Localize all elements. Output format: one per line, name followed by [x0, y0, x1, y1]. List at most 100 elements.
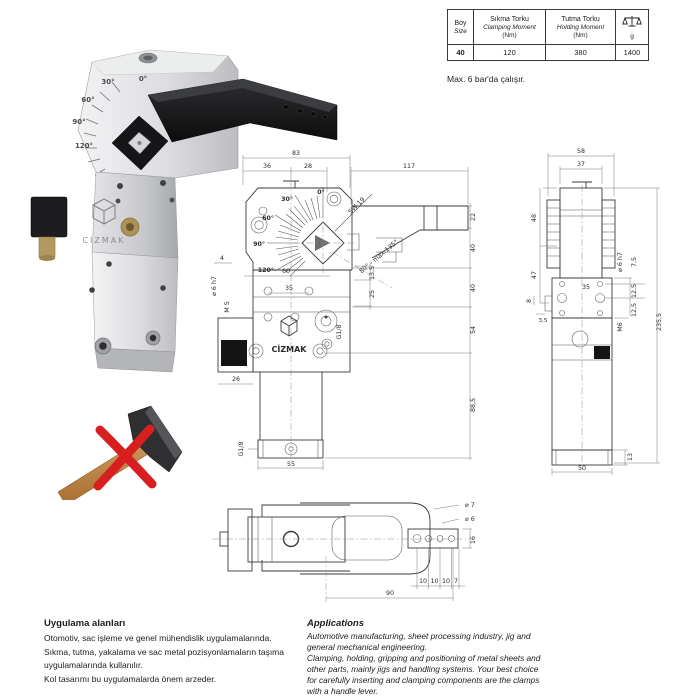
- applications-english: Applications Automotive manufacturing, s…: [307, 618, 565, 697]
- front-pivot-diamond: [293, 193, 393, 289]
- dim-125a: 12,5: [631, 284, 638, 298]
- front-angle-30: 30°: [281, 195, 293, 203]
- dim-m5: M 5: [224, 301, 231, 312]
- top-view-drawing: ⌀ 7 ⌀ 6 16 10 10 10 7 90: [212, 502, 477, 602]
- dim-885: 88,5: [470, 398, 477, 412]
- dim-8: 8: [526, 299, 533, 303]
- dim-58: 58: [577, 148, 585, 155]
- photo-angle-scale: [83, 81, 121, 176]
- weight-unit: g: [630, 32, 634, 40]
- dim-37: 37: [577, 161, 585, 168]
- applications-en-line: Clamping, holding, gripping and position…: [307, 653, 541, 663]
- front-angle-60: 60°: [262, 214, 274, 222]
- dim-35: 35: [285, 285, 293, 292]
- dim-4: 4: [220, 255, 224, 262]
- dim-117: 117: [403, 163, 415, 170]
- top-outline: [212, 502, 470, 602]
- top-dimension-lines: [326, 504, 472, 601]
- front-brand-text: CİZMAK: [272, 344, 308, 354]
- applications-tr-line: uygulamalarında kullanılır.: [44, 660, 143, 670]
- dim-125b: 12,5: [631, 303, 638, 317]
- front-outline: [245, 180, 353, 459]
- applications-tr-line: Kol tasarımı bu uygulamalarda önem arzed…: [44, 673, 216, 684]
- photo-angle-60: 60°: [81, 96, 94, 104]
- photo-diamond-clamp: [111, 115, 169, 171]
- applications-en-line: with a handle lever.: [307, 686, 379, 696]
- dim-shaft-side: ⌀ 6 h7: [617, 252, 624, 272]
- header-size: Size: [454, 27, 467, 35]
- front-arm: [347, 205, 469, 263]
- applications-en-line: other parts, mainly jigs and handling sy…: [307, 664, 539, 674]
- dim-13: 13: [627, 453, 634, 461]
- dim-55: 55: [287, 461, 295, 468]
- dim-10c: 10: [442, 578, 450, 585]
- dim-7: 7: [454, 578, 458, 585]
- header-clamping-unit: (Nm): [502, 31, 517, 39]
- photo-body: [89, 171, 179, 373]
- header-clamping-tr: Sıkma Torku: [490, 15, 529, 23]
- photo-brand-text: CIZMAK: [82, 236, 125, 245]
- weight-scale-icon: [622, 15, 642, 26]
- side-dimension-lines: [533, 153, 660, 475]
- dim-16: 16: [470, 536, 477, 544]
- front-angle-90: 90°: [253, 240, 265, 248]
- header-holding-en: Holding Moment: [556, 23, 605, 31]
- header-weight: g: [615, 9, 649, 45]
- dim-g18: G1/8: [336, 324, 343, 339]
- prohibition-x-icon: [93, 424, 157, 491]
- dim-83: 83: [292, 150, 300, 157]
- dim-2355: 235,5: [656, 313, 663, 331]
- dim-25: 25: [369, 290, 376, 298]
- dim-m6: M6: [617, 322, 624, 331]
- dim-36: 36: [263, 163, 271, 170]
- cell-boy: 40: [447, 44, 474, 61]
- dim-g18-base: G1/8: [238, 441, 245, 456]
- dim-90: 90: [386, 590, 394, 597]
- applications-tr-line: Sıkma, tutma, yakalama ve sac metal pozi…: [44, 646, 284, 657]
- front-angle-120: 120°: [258, 266, 274, 274]
- cell-holding: 380: [545, 44, 616, 61]
- applications-en-line: for carefully inserting and clamping com…: [307, 675, 540, 685]
- cell-weight: 1400: [615, 44, 649, 61]
- front-view-drawing: 0° 30° 60° 90° 120° SW 19 80° - max.135°: [211, 150, 477, 470]
- dim-10b: 10: [430, 578, 438, 585]
- dim-10a: 10: [419, 578, 427, 585]
- applications-tr-line: Otomotiv, sac işleme ve genel mühendisli…: [44, 633, 272, 643]
- dim-22: 22: [470, 213, 477, 221]
- front-angle-fan: [267, 187, 324, 277]
- header-holding: Tutma Torku Holding Moment (Nm): [545, 9, 616, 45]
- applications-tr-title: Uygulama alanları: [44, 618, 126, 629]
- applications-en-line: Automotive manufacturing, sheet processi…: [307, 631, 531, 641]
- front-angle-0: 0°: [317, 188, 325, 196]
- applications-turkish: Uygulama alanları Otomotiv, sac işleme v…: [44, 618, 306, 686]
- photo-angle-120: 120°: [75, 142, 93, 150]
- dim-47: 47: [531, 271, 538, 279]
- dim-75: 7,5: [631, 257, 638, 267]
- header-holding-unit: (Nm): [573, 31, 588, 39]
- side-outline: [544, 181, 616, 470]
- header-holding-tr: Tutma Torku: [561, 15, 600, 23]
- photo-angle-90: 90°: [72, 118, 85, 126]
- dim-d7: ⌀ 7: [465, 502, 475, 509]
- cell-clamping: 120: [473, 44, 546, 61]
- photo-brand: CIZMAK: [82, 198, 140, 245]
- dim-35-side: 35: [582, 284, 590, 291]
- product-photo: 0° 30° 60° 90° 120°: [30, 49, 338, 373]
- header-boy-size: Boy Size: [447, 9, 474, 45]
- front-brand-mark: CİZMAK: [272, 315, 308, 354]
- dim-48: 48: [531, 214, 538, 222]
- dim-135: 13,5: [369, 266, 376, 280]
- dim-60: 60: [282, 268, 290, 275]
- header-boy: Boy: [454, 19, 467, 27]
- dim-shaft: ⌀ 6 h7: [211, 276, 218, 296]
- photo-angle-0: 0°: [139, 75, 147, 83]
- header-clamping-en: Clamping Moment: [483, 23, 536, 31]
- side-view-drawing: 58 37 48 47 8 3,5 35 ⌀ 6 h7 7,5 12,5 12,…: [526, 148, 663, 475]
- dim-40a: 40: [470, 244, 477, 252]
- header-clamping: Sıkma Torku Clamping Moment (Nm): [473, 9, 546, 45]
- photo-angle-30: 30°: [101, 78, 114, 86]
- dim-54: 54: [470, 326, 477, 334]
- front-features: [217, 180, 338, 462]
- photo-side-block: [30, 196, 68, 261]
